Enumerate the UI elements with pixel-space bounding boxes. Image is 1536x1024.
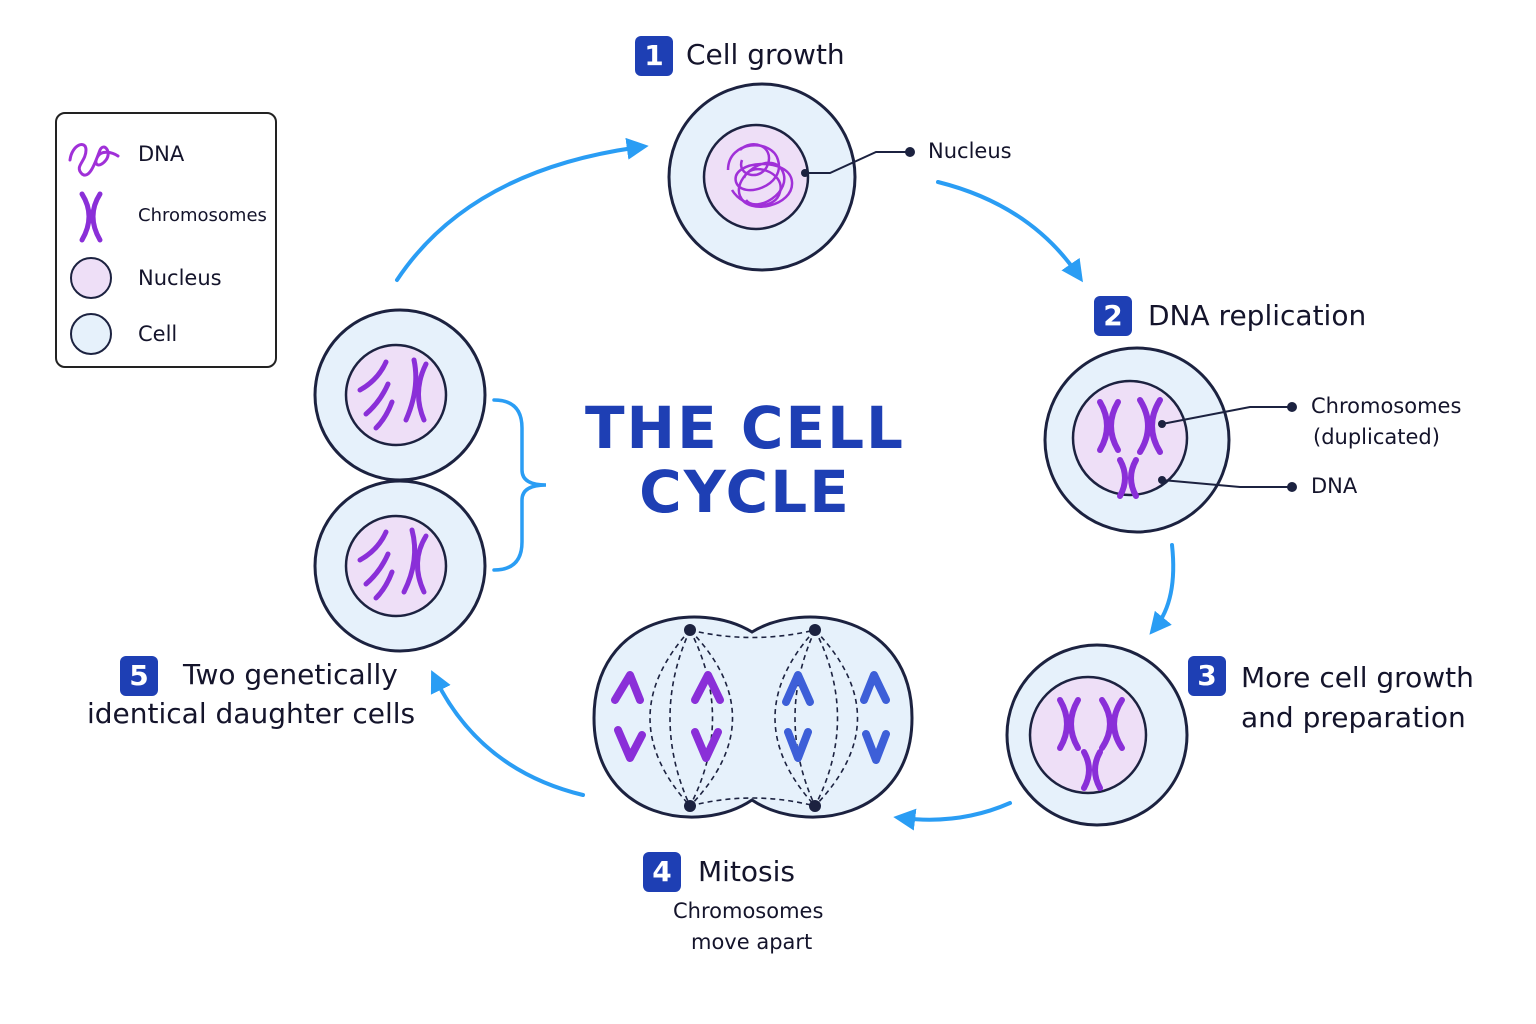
stage-2-badge: 2 <box>1094 296 1132 336</box>
nucleus-pointer-line <box>805 151 910 174</box>
stage-4-badge: 4 <box>643 852 681 892</box>
arrow-5-to-1 <box>395 137 649 282</box>
arrow-1-to-2 <box>936 180 1083 283</box>
chromosomes-label: Chromosomes <box>1311 394 1462 418</box>
stage-4-subtitle-line-1: Chromosomes <box>673 899 824 923</box>
stage-4-subtitle-line-2: move apart <box>691 930 813 954</box>
separating-chromosomes-left <box>611 671 724 762</box>
dna-tangle-icon <box>726 143 794 208</box>
nucleus <box>344 343 448 447</box>
nucleus <box>344 514 448 618</box>
stage-3-title-line-2: and preparation <box>1241 701 1466 734</box>
arrow-2-to-3 <box>1149 543 1176 635</box>
separating-chromosomes-right <box>782 671 890 764</box>
cycle-arrows <box>395 137 1176 831</box>
arrow-4-to-5 <box>430 670 585 797</box>
chromosome-icon <box>357 357 429 431</box>
stage-5-badge: 5 <box>120 656 158 696</box>
daughter-cells-bracket <box>492 398 547 572</box>
diagram-title: THE CELL CYCLE <box>584 394 906 526</box>
stage-4-title: Mitosis <box>698 855 796 888</box>
legend <box>55 112 277 368</box>
legend-label-chromosomes: Chromosomes <box>138 205 267 226</box>
stage-3-cell <box>1005 643 1189 827</box>
cell-membrane <box>592 615 914 819</box>
legend-icons <box>68 143 120 355</box>
stage-3-badge: 3 <box>1188 656 1226 696</box>
stage-3-title-line-1: More cell growth <box>1241 661 1474 694</box>
stage-5-daughter-cells <box>313 308 547 653</box>
stage-5-title-line-2: identical daughter cells <box>87 697 416 730</box>
stage-1-badge: 1 <box>635 36 673 76</box>
nucleus-label: Nucleus <box>928 139 1012 163</box>
chromosome-icon <box>1097 397 1163 499</box>
dna-label: DNA <box>1311 474 1358 498</box>
duplicated-label: (duplicated) <box>1313 425 1440 449</box>
chromosome-icon <box>357 527 429 601</box>
chromosome-icon <box>79 191 103 243</box>
stage-1-cell <box>667 82 915 272</box>
stage-5-title-line-1: Two genetically <box>183 658 398 691</box>
legend-label-dna: DNA <box>138 142 185 166</box>
stage-2-title: DNA replication <box>1148 299 1367 332</box>
chromosome-icon <box>1057 697 1125 791</box>
nucleus <box>702 123 810 231</box>
dna-pointer-line <box>1161 479 1292 488</box>
stage-1-title: Cell growth <box>686 38 845 71</box>
nucleus-icon <box>70 257 112 299</box>
spindle-fibers <box>649 629 859 807</box>
arrow-3-to-4 <box>893 801 1012 831</box>
dna-strand-icon <box>68 143 120 177</box>
legend-label-nucleus: Nucleus <box>138 266 222 290</box>
stage-4-mitosis-cell <box>592 615 914 819</box>
centrioles <box>684 624 821 812</box>
legend-label-cell: Cell <box>138 322 178 346</box>
cell-icon <box>70 313 112 355</box>
stage-2-cell <box>1043 346 1297 534</box>
chromosomes-pointer-line <box>1161 406 1292 425</box>
